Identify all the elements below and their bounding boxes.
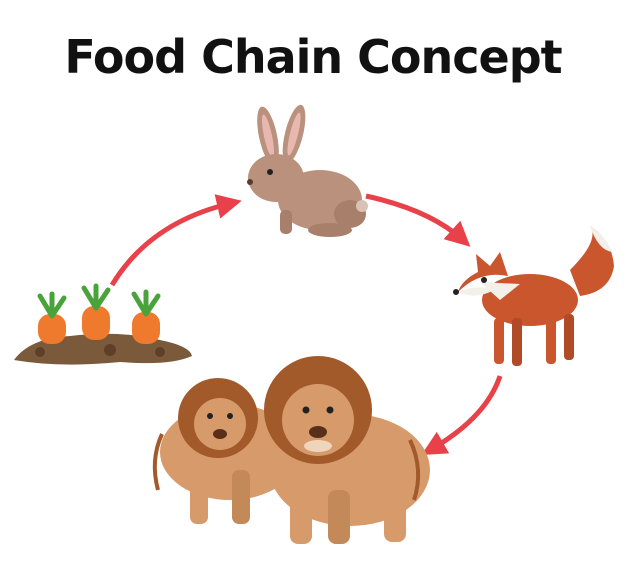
arrow-carrots-to-rabbit xyxy=(109,194,242,287)
arrow-fox-to-lions xyxy=(421,375,503,455)
carrot-icon xyxy=(14,283,192,365)
lion-icon xyxy=(152,356,430,544)
fox-icon xyxy=(453,226,614,366)
arrows xyxy=(109,193,503,455)
rabbit-icon xyxy=(247,104,368,237)
arrow-rabbit-to-fox xyxy=(365,193,471,247)
page-title: Food Chain Concept xyxy=(64,30,562,84)
